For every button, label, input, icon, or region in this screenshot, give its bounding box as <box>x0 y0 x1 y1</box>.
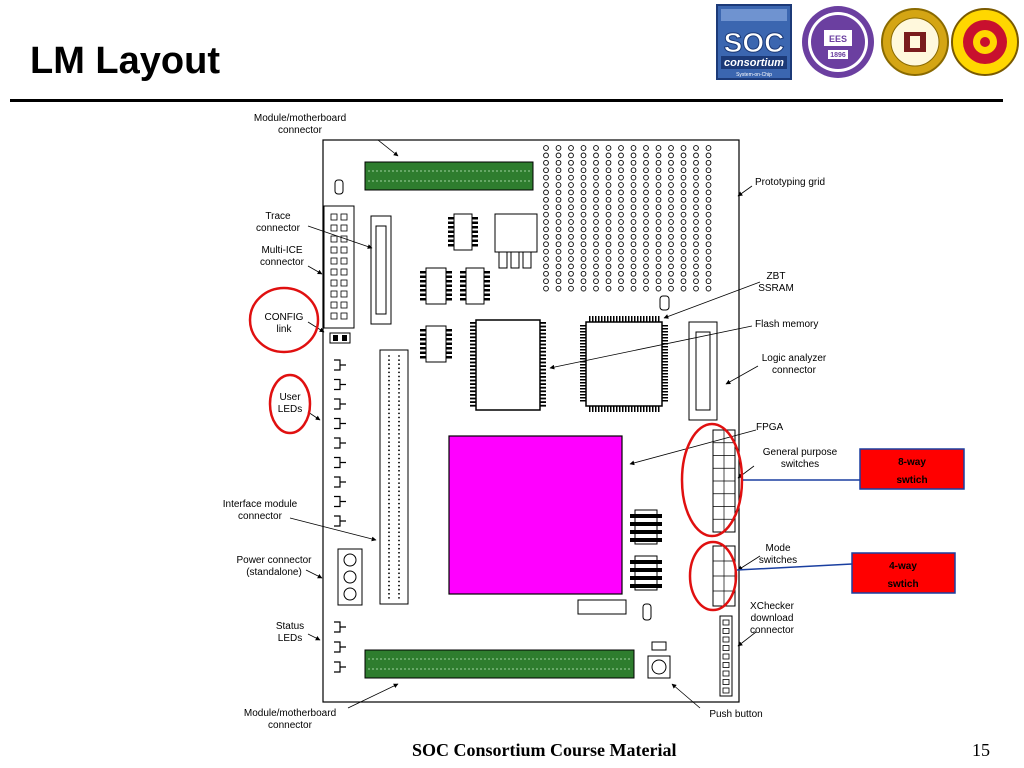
module-connector-top <box>364 161 534 191</box>
label-gp-switches-1: General purpose <box>763 447 838 458</box>
label-fpga: FPGA <box>756 422 784 433</box>
footer-text: SOC Consortium Course Material <box>412 740 677 760</box>
label-module-bot-2: connector <box>268 720 313 731</box>
label-user-leds-1: User <box>279 392 301 403</box>
label-user-leds-2: LEDs <box>278 404 302 415</box>
page-number: 15 <box>972 740 990 760</box>
four-way-callout-line2: swtich <box>887 579 918 590</box>
user-leds <box>334 359 346 527</box>
side-chips <box>630 509 662 591</box>
label-logic-1: Logic analyzer <box>762 353 827 364</box>
label-logic-2: connector <box>772 365 817 376</box>
multi-ice-pins <box>330 213 348 320</box>
module-connector-bottom <box>364 649 635 679</box>
label-interface-1: Interface module <box>223 499 298 510</box>
ee-department-seal: EES 1896 <box>802 6 874 78</box>
label-push-button: Push button <box>709 709 762 720</box>
eight-way-callout-line1: 8-way <box>898 457 926 468</box>
oscillator-top <box>334 179 344 195</box>
gp-switches-highlight <box>680 422 744 538</box>
academy-seal <box>951 8 1019 76</box>
label-module-bot-1: Module/motherboard <box>244 708 336 719</box>
voltage-regulator <box>494 213 538 253</box>
mode-switches-highlight <box>688 540 738 612</box>
university-seal <box>881 8 949 76</box>
status-leds <box>334 621 346 673</box>
label-trace-1: Trace <box>265 211 291 222</box>
svg-text:SOC: SOC <box>724 27 785 58</box>
config-link <box>329 332 351 344</box>
label-prototyping-grid: Prototyping grid <box>755 177 825 188</box>
label-mode-1: Mode <box>765 543 790 554</box>
svg-text:consortium: consortium <box>724 57 784 69</box>
label-power-2: (standalone) <box>246 567 302 578</box>
label-mode-2: switches <box>759 555 797 566</box>
interface-module-connector <box>379 349 409 605</box>
label-module-top-1: Module/motherboard <box>254 113 346 124</box>
soc-consortium-logo: SOC consortium System-on-Chip <box>716 4 792 80</box>
svg-text:1896: 1896 <box>830 52 846 59</box>
label-status-1: Status <box>276 621 304 632</box>
four-way-callout-line1: 4-way <box>889 561 917 572</box>
flash-memory <box>475 319 541 411</box>
small-chips <box>420 213 490 363</box>
fpga <box>448 435 623 595</box>
title-divider <box>10 99 1003 102</box>
label-zbt-1: ZBT <box>767 271 786 282</box>
user-leds-highlight <box>268 373 312 435</box>
label-zbt-2: SSRAM <box>758 283 794 294</box>
label-multi-ice-1: Multi-ICE <box>261 245 302 256</box>
label-xchecker-3: connector <box>750 625 795 636</box>
label-multi-ice-2: connector <box>260 257 305 268</box>
label-xchecker-2: download <box>751 613 794 624</box>
label-config-2: link <box>276 324 292 335</box>
label-trace-2: connector <box>256 223 301 234</box>
oscillator-bottom <box>642 603 652 621</box>
oscillator-mid <box>659 295 670 311</box>
multi-ice-connector <box>323 205 355 329</box>
config-highlight <box>248 286 320 354</box>
eight-way-callout <box>859 448 965 490</box>
label-xchecker-1: XChecker <box>750 601 795 612</box>
label-gp-switches-2: switches <box>781 459 819 470</box>
svg-text:System-on-Chip: System-on-Chip <box>736 72 772 78</box>
label-power-1: Power connector <box>236 555 312 566</box>
label-status-2: LEDs <box>278 633 302 644</box>
svg-text:EES: EES <box>829 34 847 44</box>
label-flash-memory: Flash memory <box>755 319 818 330</box>
label-interface-2: connector <box>238 511 283 522</box>
label-config-1: CONFIG <box>265 312 304 323</box>
prototyping-grid <box>543 145 712 292</box>
label-module-top-2: connector <box>278 125 323 136</box>
slide-title: LM Layout <box>30 40 220 82</box>
zbt-ssram <box>585 321 663 407</box>
four-way-callout <box>851 552 956 594</box>
eight-way-callout-line2: swtich <box>896 475 927 486</box>
label-strip <box>577 599 627 615</box>
